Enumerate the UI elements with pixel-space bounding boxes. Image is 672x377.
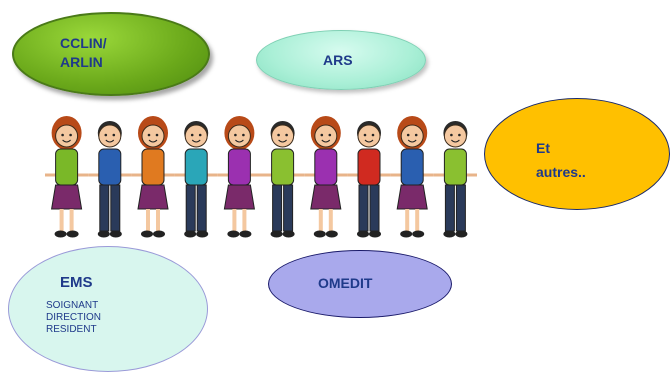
et-autres-node	[484, 98, 670, 210]
ems-sub-list: SOIGNANT DIRECTION RESIDENT	[46, 300, 101, 336]
cclin-label-line2: ARLIN	[60, 54, 103, 70]
et-autres-label: Et autres..	[536, 136, 586, 184]
omedit-label: OMEDIT	[318, 275, 373, 291]
ars-label: ARS	[323, 52, 353, 68]
cclin-arlin-node	[12, 12, 210, 96]
ems-sub-item-direction: DIRECTION	[46, 312, 101, 323]
ems-label: EMS	[60, 274, 93, 291]
omedit-node	[268, 250, 452, 318]
ems-sub-item-soignant: SOIGNANT	[46, 300, 99, 311]
cclin-arlin-label: CCLIN/ ARLIN	[60, 34, 180, 72]
ars-node	[256, 30, 426, 90]
people-holding-hands-icon	[45, 116, 477, 238]
autres-label-line1: Et	[536, 140, 550, 156]
cclin-label-line1: CCLIN/	[60, 35, 107, 51]
ems-node	[8, 246, 208, 372]
ems-sub-item-resident: RESIDENT	[46, 324, 97, 335]
autres-label-line2: autres..	[536, 164, 586, 180]
